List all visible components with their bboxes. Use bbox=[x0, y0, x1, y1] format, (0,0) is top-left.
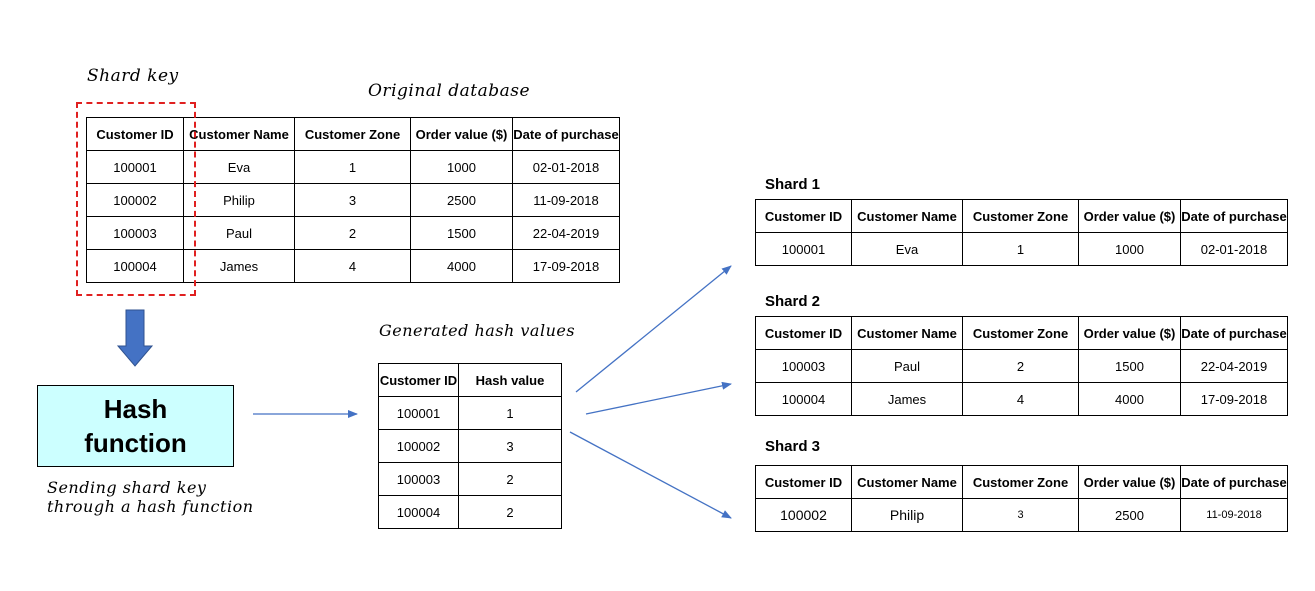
column-header: Customer Name bbox=[851, 316, 963, 350]
table-row: 100004 James 4 4000 17-09-2018 bbox=[86, 249, 620, 283]
table-row: 100004 James 4 4000 17-09-2018 bbox=[755, 382, 1288, 416]
shard-1-table: Customer ID Customer Name Customer Zone … bbox=[755, 199, 1288, 266]
table-cell: 1000 bbox=[410, 150, 513, 184]
hash-function-label-line-1: Hash bbox=[103, 394, 168, 424]
column-header: Customer Zone bbox=[294, 117, 411, 151]
table-cell: 1500 bbox=[410, 216, 513, 250]
table-cell: 2500 bbox=[1078, 498, 1181, 532]
column-header: Order value ($) bbox=[410, 117, 513, 151]
table-row: 100002 3 bbox=[378, 429, 562, 463]
column-header: Customer Zone bbox=[962, 199, 1079, 233]
table-cell: 1 bbox=[294, 150, 411, 184]
shard-key-label: Shard key bbox=[87, 66, 179, 86]
note-line-1: Sending shard key bbox=[47, 478, 207, 497]
table-header-row: Customer ID Customer Name Customer Zone … bbox=[755, 316, 1288, 350]
table-cell: 11-09-2018 bbox=[1180, 498, 1288, 532]
note-line-2: through a hash function bbox=[47, 497, 254, 516]
table-cell: 100003 bbox=[86, 216, 184, 250]
shard-2-title: Shard 2 bbox=[765, 293, 821, 310]
hash-function-box: Hash function bbox=[37, 385, 234, 467]
table-cell: Philip bbox=[183, 183, 295, 217]
table-cell: 100004 bbox=[86, 249, 184, 283]
shard-2-table: Customer ID Customer Name Customer Zone … bbox=[755, 316, 1288, 416]
table-cell: 100004 bbox=[378, 495, 459, 529]
arrow-to-shard-3 bbox=[569, 431, 732, 519]
table-row: 100001 Eva 1 1000 02-01-2018 bbox=[86, 150, 620, 184]
column-header: Customer ID bbox=[755, 199, 852, 233]
generated-hash-values-label: Generated hash values bbox=[379, 321, 576, 340]
table-cell: 4 bbox=[294, 249, 411, 283]
table-cell: 17-09-2018 bbox=[512, 249, 620, 283]
arrow-to-shard-1 bbox=[575, 265, 732, 393]
original-database-label: Original database bbox=[368, 81, 531, 101]
table-cell: Paul bbox=[183, 216, 295, 250]
table-cell: 02-01-2018 bbox=[512, 150, 620, 184]
column-header: Customer ID bbox=[86, 117, 184, 151]
table-cell: 100001 bbox=[755, 232, 852, 266]
table-cell: 2 bbox=[458, 495, 562, 529]
table-row: 100004 2 bbox=[378, 495, 562, 529]
column-header: Customer Name bbox=[851, 465, 963, 499]
column-header: Customer ID bbox=[755, 316, 852, 350]
table-cell: 100002 bbox=[86, 183, 184, 217]
table-cell: 1500 bbox=[1078, 349, 1181, 383]
table-cell: 3 bbox=[962, 498, 1079, 532]
hash-values-table: Customer ID Hash value 100001 1 100002 3… bbox=[378, 363, 562, 529]
column-header: Customer ID bbox=[755, 465, 852, 499]
table-row: 100002 Philip 3 2500 11-09-2018 bbox=[86, 183, 620, 217]
table-row: 100001 Eva 1 1000 02-01-2018 bbox=[755, 232, 1288, 266]
table-cell: 100002 bbox=[378, 429, 459, 463]
table-cell: 100002 bbox=[755, 498, 852, 532]
column-header: Hash value bbox=[458, 363, 562, 397]
shard-3-table: Customer ID Customer Name Customer Zone … bbox=[755, 465, 1288, 532]
column-header: Date of purchase bbox=[1180, 316, 1288, 350]
column-header: Order value ($) bbox=[1078, 199, 1181, 233]
column-header: Customer ID bbox=[378, 363, 459, 397]
original-database-table: Customer ID Customer Name Customer Zone … bbox=[86, 117, 620, 283]
down-arrow-icon bbox=[116, 309, 154, 367]
shard-3-title: Shard 3 bbox=[765, 438, 821, 455]
table-cell: 2 bbox=[962, 349, 1079, 383]
column-header: Order value ($) bbox=[1078, 316, 1181, 350]
column-header: Customer Name bbox=[851, 199, 963, 233]
hash-function-label-line-2: function bbox=[84, 428, 187, 458]
column-header: Customer Zone bbox=[962, 316, 1079, 350]
table-cell: 02-01-2018 bbox=[1180, 232, 1288, 266]
table-cell: Eva bbox=[851, 232, 963, 266]
table-cell: 4000 bbox=[1078, 382, 1181, 416]
table-cell: James bbox=[183, 249, 295, 283]
table-cell: 11-09-2018 bbox=[512, 183, 620, 217]
table-header-row: Customer ID Hash value bbox=[378, 363, 562, 397]
table-cell: James bbox=[851, 382, 963, 416]
shard-key-highlight bbox=[76, 102, 196, 296]
table-header-row: Customer ID Customer Name Customer Zone … bbox=[86, 117, 620, 151]
table-cell: 17-09-2018 bbox=[1180, 382, 1288, 416]
table-cell: Philip bbox=[851, 498, 963, 532]
table-row: 100002 Philip 3 2500 11-09-2018 bbox=[755, 498, 1288, 532]
column-header: Date of purchase bbox=[512, 117, 620, 151]
column-header: Customer Name bbox=[183, 117, 295, 151]
table-cell: 1 bbox=[962, 232, 1079, 266]
table-cell: 4000 bbox=[410, 249, 513, 283]
arrow-to-shard-2 bbox=[585, 381, 732, 415]
table-cell: 3 bbox=[458, 429, 562, 463]
table-cell: 3 bbox=[294, 183, 411, 217]
table-cell: 1000 bbox=[1078, 232, 1181, 266]
table-cell: 22-04-2019 bbox=[1180, 349, 1288, 383]
shard-1-title: Shard 1 bbox=[765, 176, 821, 193]
table-cell: 100004 bbox=[755, 382, 852, 416]
column-header: Customer Zone bbox=[962, 465, 1079, 499]
